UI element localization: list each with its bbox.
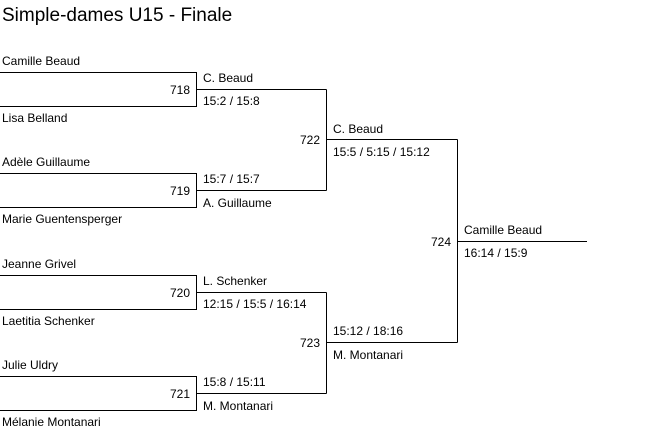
- match-score: 15:2 / 15:8: [203, 94, 260, 108]
- player-name: Adèle Guillaume: [2, 155, 91, 169]
- match-winner: C. Beaud: [333, 122, 384, 136]
- player-name: Jeanne Grivel: [2, 257, 77, 271]
- player-name: Camille Beaud: [2, 54, 81, 68]
- match-number: 721: [169, 387, 190, 401]
- player-name: Lisa Belland: [2, 111, 68, 125]
- match-score: 15:12 / 18:16: [333, 324, 404, 338]
- match-winner: M. Montanari: [333, 348, 404, 362]
- match-score: 15:7 / 15:7: [203, 172, 260, 186]
- player-name: Marie Guentensperger: [2, 212, 123, 226]
- match-number: 724: [430, 235, 451, 249]
- final-winner: Camille Beaud: [464, 223, 543, 237]
- player-name: Julie Uldry: [2, 358, 59, 372]
- player-name: Mélanie Montanari: [2, 415, 101, 429]
- match-winner: L. Schenker: [203, 274, 268, 288]
- match-score: 16:14 / 15:9: [464, 246, 528, 260]
- player-name: Laetitia Schenker: [2, 314, 95, 328]
- match-number: 720: [169, 286, 190, 300]
- match-number: 723: [299, 336, 320, 350]
- match-score: 15:8 / 15:11: [203, 375, 266, 389]
- match-winner: A. Guillaume: [203, 196, 272, 210]
- match-number: 719: [169, 184, 190, 198]
- page-title: Simple-dames U15 - Finale: [2, 5, 233, 26]
- match-winner: M. Montanari: [203, 399, 274, 413]
- match-score: 12:15 / 15:5 / 16:14: [203, 297, 307, 311]
- match-number: 722: [299, 133, 320, 147]
- match-score: 15:5 / 5:15 / 15:12: [333, 145, 430, 159]
- match-winner: C. Beaud: [203, 71, 254, 85]
- match-number: 718: [169, 83, 190, 97]
